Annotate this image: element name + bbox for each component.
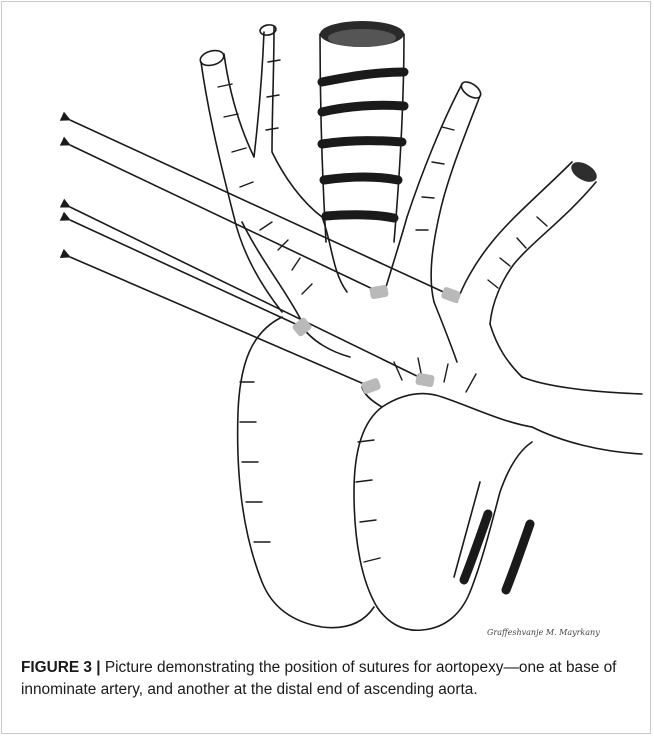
artist-signature: Graffeshvanje M. Mayrkany: [487, 628, 600, 637]
innominate-artery: [199, 24, 347, 322]
caption-text: Picture demonstrating the position of su…: [21, 659, 616, 698]
suture-pledgets: [291, 285, 461, 395]
pulmonary-artery: [354, 358, 642, 630]
left-common-carotid-artery: [386, 79, 483, 302]
aortopexy-illustration: Graffeshvanje M. Mayrkany: [2, 2, 652, 652]
figure-caption: FIGURE 3 | Picture demonstrating the pos…: [21, 657, 641, 701]
trachea: [320, 21, 404, 242]
left-subclavian-artery: [457, 158, 600, 324]
figure-label: FIGURE 3 |: [21, 659, 101, 676]
aortic-arch: [238, 302, 522, 628]
